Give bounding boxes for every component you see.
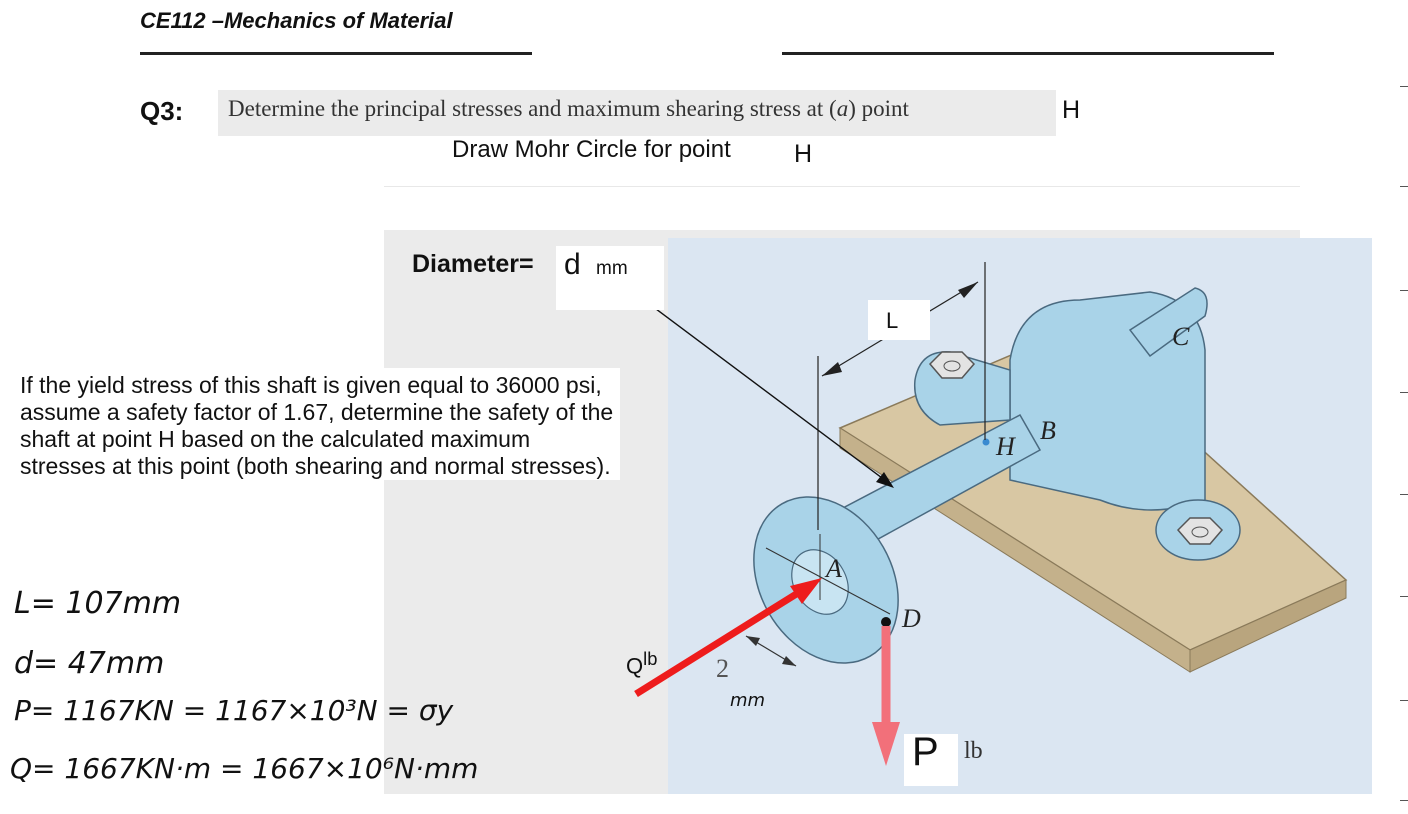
- mohr-instruction: Draw Mohr Circle for point: [452, 136, 731, 163]
- question-text-prefix: Determine the principal stresses and max…: [228, 96, 837, 121]
- length-label: L: [886, 308, 899, 333]
- handwritten-p-load: P= 1167KN = 1167×10³N = σy: [14, 694, 454, 727]
- diameter-box: [556, 246, 664, 310]
- handwritten-length: L= 107mm: [14, 586, 182, 621]
- q-arrow: [634, 585, 808, 697]
- margin-tick: [1400, 186, 1408, 187]
- label-b: B: [1040, 416, 1056, 445]
- q-load-unit: lb: [643, 648, 658, 669]
- margin-tick: [1400, 290, 1408, 291]
- p-load-box: [904, 734, 958, 786]
- label-a: A: [826, 554, 842, 583]
- question-number: Q3:: [140, 96, 184, 126]
- header-rule-left: [140, 52, 532, 55]
- margin-tick: [1400, 800, 1408, 801]
- margin-tick: [1400, 700, 1408, 701]
- question-highlight: [218, 90, 1056, 136]
- bolt-left: [928, 351, 976, 379]
- question-text: Determine the principal stresses and max…: [228, 96, 909, 122]
- p-load-symbol: P: [912, 730, 939, 774]
- margin-tick: [1400, 86, 1408, 87]
- label-h: H: [996, 432, 1015, 461]
- length-box: [868, 300, 930, 340]
- shaft-end-c: [1128, 287, 1208, 358]
- mohr-point: H: [794, 140, 813, 168]
- q-load-label: Qlb: [626, 648, 657, 679]
- margin-tick: [1400, 596, 1408, 597]
- course-title: CE112 –Mechanics of Material: [140, 8, 453, 33]
- divider: [384, 186, 1300, 187]
- bolt-right: [1176, 517, 1224, 545]
- diameter-symbol: d: [564, 248, 581, 281]
- question-text-italic: a: [836, 96, 849, 121]
- offset-value: 2: [716, 654, 729, 683]
- label-c: C: [1172, 322, 1190, 351]
- diameter-unit: mm: [596, 258, 628, 279]
- question-point: H: [1062, 96, 1081, 124]
- diameter-label: Diameter=: [412, 250, 534, 278]
- margin-tick: [1400, 494, 1408, 495]
- header-rule-right: [782, 52, 1274, 55]
- point-h-dot: [982, 438, 990, 446]
- handwritten-q-load: Q= 1667KN·m = 1667×10⁶N·mm: [10, 752, 479, 785]
- diameter-leader: [619, 281, 891, 485]
- p-load-unit: lb: [964, 738, 983, 764]
- q-load-symbol: Q: [626, 653, 644, 679]
- yield-stress-paragraph: If the yield stress of this shaft is giv…: [20, 368, 620, 480]
- gray-band: [384, 230, 1300, 240]
- question-text-suffix: ) point: [848, 96, 909, 121]
- point-d-dot: [881, 617, 891, 627]
- handwritten-diameter: d= 47mm: [14, 646, 165, 681]
- gray-panel: [384, 232, 670, 794]
- offset-unit: mm: [730, 690, 766, 711]
- margin-tick: [1400, 392, 1408, 393]
- label-d: D: [902, 604, 921, 633]
